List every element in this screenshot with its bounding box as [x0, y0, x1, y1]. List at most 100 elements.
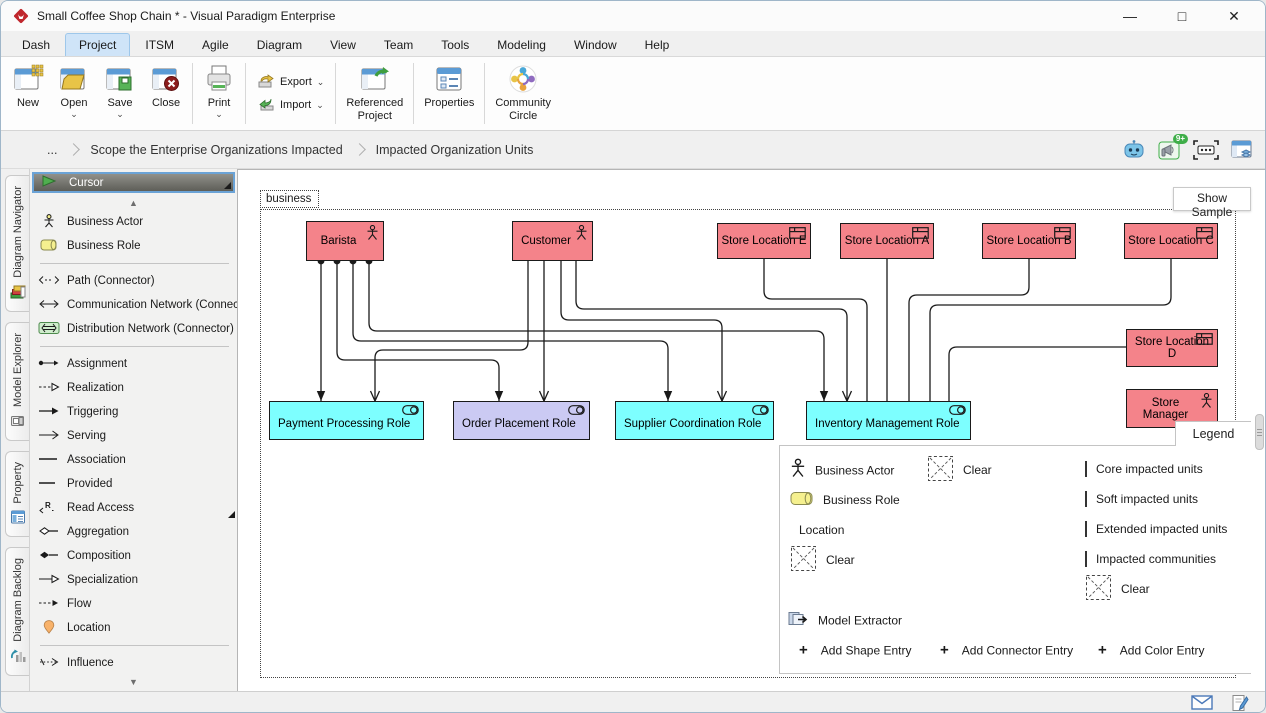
menu-project[interactable]: Project — [65, 33, 130, 56]
diagram-node-customer[interactable]: Customer — [512, 221, 593, 261]
diagram-node-store-location-d[interactable]: Store Location D — [1126, 329, 1218, 367]
fit-to-window-icon[interactable] — [1193, 138, 1219, 162]
menu-modeling[interactable]: Modeling — [484, 34, 559, 56]
palette-tool-association[interactable]: Association — [30, 448, 237, 472]
layer-window-icon[interactable] — [1229, 138, 1255, 162]
announcement-icon[interactable]: 9+ — [1157, 138, 1183, 162]
connector-barista-to-inventory-management-role[interactable] — [369, 261, 824, 401]
close-button[interactable]: ✕ — [1219, 4, 1249, 28]
menu-itsm[interactable]: ITSM — [132, 34, 187, 56]
legend-color-core-impacted-units[interactable]: Core impacted units — [1085, 462, 1203, 476]
diagram-node-store-location-b[interactable]: Store Location B — [982, 223, 1076, 259]
palette-tool-business-actor[interactable]: Business Actor — [30, 210, 237, 234]
show-sample-button[interactable]: Show Sample — [1173, 187, 1251, 211]
toolbar-referenced-project-button[interactable]: ReferencedProject — [339, 59, 410, 128]
palette-scroll-up[interactable]: ▲ — [30, 196, 237, 210]
legend-add-shape-entry[interactable]: +Add Shape Entry — [799, 642, 912, 659]
palette-tool-communication-network-connector-[interactable]: Communication Network (Connector) — [30, 293, 237, 317]
legend-color-clear[interactable]: Clear — [1085, 574, 1150, 604]
legend-color-soft-impacted-units[interactable]: Soft impacted units — [1085, 492, 1198, 506]
palette-tool-realization[interactable]: Realization — [30, 376, 237, 400]
palette-tool-specialization[interactable]: Specialization — [30, 568, 237, 592]
diagram-node-store-location-e[interactable]: Store Location E — [717, 223, 811, 259]
breadcrumb-item[interactable]: Scope the Enterprise Organizations Impac… — [82, 139, 350, 161]
menu-agile[interactable]: Agile — [189, 34, 242, 56]
menu-tools[interactable]: Tools — [428, 34, 482, 56]
toolbar-print-button[interactable]: Print⌄ — [196, 59, 242, 128]
toolbar-properties-button[interactable]: Properties — [417, 59, 481, 128]
diagram-node-payment-processing-role[interactable]: Payment Processing Role — [269, 401, 424, 440]
compose-note-icon[interactable] — [1229, 695, 1251, 711]
side-tab-diagram-backlog[interactable]: Diagram Backlog — [5, 547, 29, 676]
diagram-node-supplier-coordination-role[interactable]: Supplier Coordination Role — [615, 401, 774, 440]
palette-tool-composition[interactable]: Composition — [30, 544, 237, 568]
diagram-node-store-location-c[interactable]: Store Location C — [1124, 223, 1218, 259]
legend-header[interactable]: Legend — [1175, 421, 1251, 446]
palette-tool-flow[interactable]: Flow — [30, 592, 237, 616]
connector-store-location-e-to-inventory-management-role[interactable] — [764, 259, 867, 401]
side-tab-property[interactable]: Property — [5, 451, 29, 538]
chevron-down-icon[interactable]: ⌄ — [215, 110, 223, 118]
palette-tool-aggregation[interactable]: Aggregation — [30, 520, 237, 544]
chevron-down-icon[interactable]: ⌄ — [316, 101, 324, 109]
toolbar-save-button[interactable]: Save⌄ — [97, 59, 143, 128]
palette-tool-business-role[interactable]: Business Role — [30, 234, 237, 258]
palette-tool-distribution-network-connector-[interactable]: Distribution Network (Connector) — [30, 317, 237, 341]
toolbar-close-button[interactable]: Close — [143, 59, 189, 128]
palette-tool-path-connector-[interactable]: Path (Connector) — [30, 269, 237, 293]
breadcrumb-item[interactable]: Impacted Organization Units — [368, 139, 542, 161]
side-tab-label: Model Explorer — [12, 333, 24, 407]
toolbar-export-button[interactable]: Export⌄ — [257, 74, 324, 91]
diagram-canvas[interactable]: business Show Sample Legend Business Act… — [238, 169, 1265, 691]
palette-scroll-down[interactable]: ▼ — [30, 675, 237, 689]
maximize-button[interactable]: □ — [1167, 4, 1197, 28]
mail-icon[interactable] — [1191, 695, 1213, 711]
menu-window[interactable]: Window — [561, 34, 630, 56]
assistant-robot-icon[interactable] — [1121, 138, 1147, 162]
palette-tool-location[interactable]: Location — [30, 616, 237, 640]
legend-connector-clear[interactable]: Clear — [927, 455, 992, 485]
legend-add-connector-entry[interactable]: +Add Connector Entry — [940, 642, 1073, 659]
legend-color-extended-impacted-units[interactable]: Extended impacted units — [1085, 522, 1227, 536]
toolbar-open-button[interactable]: Open⌄ — [51, 59, 97, 128]
side-tab-model-explorer[interactable]: Model Explorer — [5, 322, 29, 441]
toolbar-new-button[interactable]: New — [5, 59, 51, 128]
menu-dash[interactable]: Dash — [9, 34, 63, 56]
legend-model-extractor[interactable]: Model Extractor — [787, 611, 902, 630]
legend-shape-clear[interactable]: Clear — [790, 545, 855, 575]
palette-tool-serving[interactable]: Serving — [30, 424, 237, 448]
diagram-node-store-location-a[interactable]: Store Location A — [840, 223, 934, 259]
menu-help[interactable]: Help — [632, 34, 683, 56]
minimize-button[interactable]: — — [1115, 4, 1145, 28]
side-tab-diagram-navigator[interactable]: Diagram Navigator — [5, 175, 29, 312]
connector-store-location-d-to-inventory-management-role[interactable] — [949, 347, 1126, 401]
vertical-scrollbar-thumb[interactable] — [1255, 414, 1264, 450]
diagram-node-inventory-management-role[interactable]: Inventory Management Role — [806, 401, 971, 440]
menu-view[interactable]: View — [317, 34, 369, 56]
legend-shape-business-actor[interactable]: Business Actor — [790, 459, 894, 482]
palette-tool-provided[interactable]: Provided — [30, 472, 237, 496]
legend-color-impacted-communities[interactable]: Impacted communities — [1085, 552, 1216, 566]
chevron-down-icon[interactable]: ⌄ — [317, 78, 325, 86]
palette-tool-assignment[interactable]: Assignment — [30, 352, 237, 376]
breadcrumb-chevron-icon — [68, 143, 81, 156]
chevron-down-icon[interactable]: ⌄ — [116, 110, 124, 118]
diagram-node-barista[interactable]: Barista — [306, 221, 384, 261]
palette-tool-triggering[interactable]: Triggering — [30, 400, 237, 424]
palette-tool-cursor[interactable]: Cursor — [32, 172, 235, 193]
breadcrumb-item[interactable]: ... — [39, 139, 65, 161]
chevron-down-icon[interactable]: ⌄ — [70, 110, 78, 118]
toolbar-community-circle-button[interactable]: CommunityCircle — [488, 59, 558, 128]
role-icon — [37, 238, 61, 255]
diagram-node-order-placement-role[interactable]: Order Placement Role — [453, 401, 590, 440]
palette-tool-influence[interactable]: Influence — [30, 651, 237, 675]
menu-diagram[interactable]: Diagram — [244, 34, 315, 56]
legend-shape-business-role[interactable]: Business Role — [790, 491, 900, 509]
connector-store-location-b-to-inventory-management-role[interactable] — [909, 259, 1029, 401]
legend-shape-location[interactable]: Location — [790, 523, 844, 537]
community-icon — [507, 63, 539, 95]
toolbar-import-button[interactable]: Import⌄ — [257, 97, 324, 114]
legend-add-color-entry[interactable]: +Add Color Entry — [1098, 642, 1204, 659]
menu-team[interactable]: Team — [371, 34, 426, 56]
palette-tool-read-access[interactable]: RRead Access — [30, 496, 237, 520]
